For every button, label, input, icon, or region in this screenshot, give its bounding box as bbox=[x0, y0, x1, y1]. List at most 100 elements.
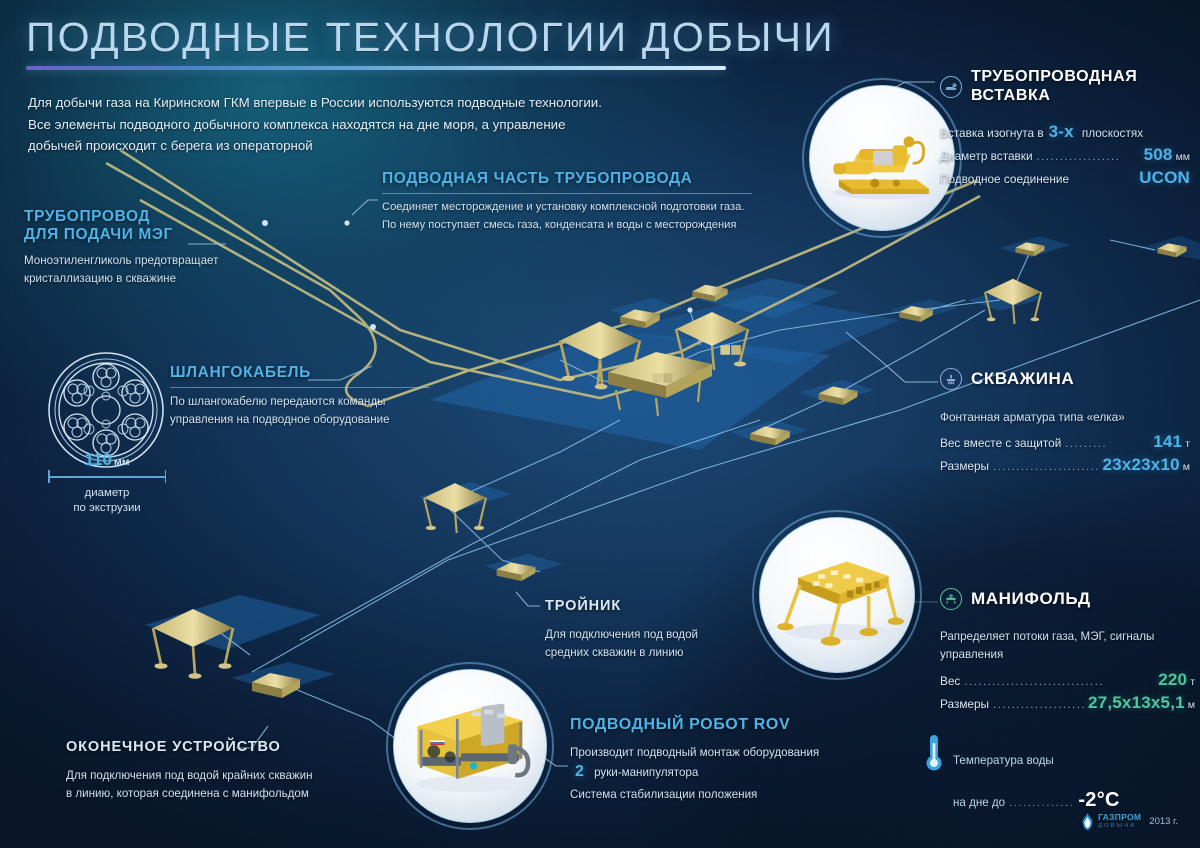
umbilical-body: По шлангокабелю передаются команды управ… bbox=[170, 395, 390, 427]
spec-row: Вставка изогнута в 3-х плоскостях bbox=[940, 122, 1190, 142]
temperature-label: на дне до bbox=[953, 796, 1006, 810]
spec-unit: м bbox=[1182, 461, 1190, 474]
well-heading: СКВАЖИНА bbox=[971, 368, 1075, 388]
meg-pipeline-body: Моноэтиленгликоль предотвращает кристалл… bbox=[24, 253, 219, 285]
callout-umbilical: ШЛАНГОКАБЕЛЬ По шлангокабелю передаются … bbox=[170, 364, 430, 429]
manifold-specs: Рапределяет потоки газа, МЭГ, сигналы уп… bbox=[940, 628, 1195, 713]
umbilical-cross-section-drawing bbox=[48, 352, 164, 468]
pipeline-insert-icon bbox=[940, 75, 962, 98]
spec-row: Вес вместе с защитой ......... 141 т bbox=[940, 432, 1190, 452]
umbilical-rule bbox=[170, 387, 430, 389]
pipeline-insert-photo bbox=[802, 78, 962, 238]
gazprom-logo-subtitle: ДОБЫЧА bbox=[1098, 822, 1137, 829]
subsea-pipeline-body: Соединяет месторождение и установку комп… bbox=[382, 201, 745, 231]
pipeline-insert-render bbox=[833, 136, 935, 200]
umbilical-cross-section bbox=[47, 351, 165, 469]
footer-logo-block: ГАЗПРОМ ДОБЫЧА 2013 г. bbox=[1081, 813, 1178, 830]
spec-label: Вес вместе с защитой bbox=[940, 436, 1062, 451]
manifold-render bbox=[777, 561, 905, 646]
christmas-tree-icon bbox=[940, 368, 962, 390]
umbilical-diameter-unit: мм bbox=[113, 456, 130, 468]
manifold-heading: МАНИФОЛЬД bbox=[971, 588, 1091, 608]
umbilical-dimension-arrow bbox=[40, 470, 174, 483]
spec-value: 3-х bbox=[1048, 121, 1074, 141]
callout-subsea-pipeline: ПОДВОДНАЯ ЧАСТЬ ТРУБОПРОВОДА Соединяет м… bbox=[382, 170, 752, 234]
tee-body: Для подключения под водой средних скважи… bbox=[545, 628, 698, 660]
callout-pipeline-insert: ТРУБОПРОВОДНАЯ ВСТАВКА Вставка изогнута … bbox=[940, 68, 1190, 188]
thermometer-icon bbox=[926, 735, 942, 771]
spec-label: Диаметр вставки bbox=[940, 148, 1033, 163]
callout-rov: ПОДВОДНЫЙ РОБОТ ROV Производит подводный… bbox=[570, 716, 900, 804]
gazprom-flame-icon bbox=[1082, 813, 1093, 830]
spec-unit: т bbox=[1190, 675, 1195, 688]
subsea-pipeline-rule bbox=[382, 193, 752, 195]
temperature-text: Температура воды на дне до .............… bbox=[953, 733, 1120, 832]
spec-row: Подводное соединение UCON bbox=[940, 168, 1190, 188]
manifold-lead: Рапределяет потоки газа, МЭГ, сигналы уп… bbox=[940, 630, 1155, 661]
rov-arms-row: 2 руки-манипулятора bbox=[570, 763, 900, 781]
intro-paragraph: Для добычи газа на Киринском ГКМ впервые… bbox=[28, 92, 718, 157]
tee-heading: ТРОЙНИК bbox=[545, 598, 622, 614]
title-underline bbox=[26, 66, 726, 71]
spec-value: 141 bbox=[1153, 432, 1183, 452]
well-lead: Фонтанная арматура типа «елка» bbox=[940, 410, 1125, 424]
water-temperature-block: Температура воды на дне до .............… bbox=[925, 733, 1120, 832]
subsea-pipeline-heading: ПОДВОДНАЯ ЧАСТЬ ТРУБОПРОВОДА bbox=[382, 170, 693, 187]
rov-arms-label: руки-манипулятора bbox=[594, 765, 699, 779]
gazprom-logo-name: ГАЗПРОМ bbox=[1098, 812, 1142, 823]
rov-heading: ПОДВОДНЫЙ РОБОТ ROV bbox=[570, 716, 791, 733]
page-title: ПОДВОДНЫЕ ТЕХНОЛОГИИ ДОБЫЧИ bbox=[26, 14, 835, 60]
temperature-leader: .............. bbox=[1009, 797, 1075, 810]
spec-row: Размеры ....................... 27,5х13х… bbox=[940, 693, 1195, 713]
rov-line-1: Производит подводный монтаж оборудования bbox=[570, 745, 820, 759]
intro-text: Для добычи газа на Киринском ГКМ впервые… bbox=[28, 95, 602, 154]
spec-label: Размеры bbox=[940, 459, 990, 474]
spec-leader: ........................... bbox=[993, 461, 1099, 474]
spec-value: 220 bbox=[1158, 669, 1188, 689]
rov-line-3: Система стабилизации положения bbox=[570, 787, 758, 801]
manifold-photo bbox=[752, 510, 922, 680]
gazprom-logo: ГАЗПРОМ ДОБЫЧА bbox=[1081, 813, 1141, 830]
spec-unit: т bbox=[1185, 438, 1190, 451]
spec-leader: .............................. bbox=[964, 675, 1105, 688]
meg-pipeline-heading: ТРУБОПРОВОД ДЛЯ ПОДАЧИ МЭГ bbox=[24, 208, 173, 244]
spec-leader: ....................... bbox=[993, 698, 1084, 711]
spec-label: Вес bbox=[940, 673, 961, 688]
temperature-value: -2°C bbox=[1078, 789, 1120, 812]
end-device-body: Для подключения под водой крайних скважи… bbox=[66, 769, 313, 801]
rov-photo bbox=[386, 662, 554, 830]
spec-row: Вес .............................. 220 т bbox=[940, 670, 1195, 690]
spec-unit: мм bbox=[1175, 150, 1190, 163]
callout-meg-pipeline: ТРУБОПРОВОД ДЛЯ ПОДАЧИ МЭГ Моноэтиленгли… bbox=[24, 208, 254, 288]
page-title-block: ПОДВОДНЫЕ ТЕХНОЛОГИИ ДОБЫЧИ bbox=[26, 14, 835, 71]
pipeline-nodes bbox=[262, 220, 693, 330]
subsea-manifold bbox=[608, 352, 712, 417]
spec-row: Размеры ........................... 23х2… bbox=[940, 455, 1190, 475]
umbilical-heading: ШЛАНГОКАБЕЛЬ bbox=[170, 364, 311, 381]
spec-label: Подводное соединение bbox=[940, 171, 1070, 186]
spec-value: 23х23х10 bbox=[1102, 455, 1180, 475]
callout-manifold: МАНИФОЛЬД Рапределяет потоки газа, МЭГ, … bbox=[940, 588, 1195, 713]
well-specs: Фонтанная арматура типа «елка» Вес вмест… bbox=[940, 408, 1190, 475]
manifold-icon bbox=[940, 588, 962, 610]
pipeline-insert-heading: ТРУБОПРОВОДНАЯ ВСТАВКА bbox=[971, 68, 1138, 104]
temperature-line-2: на дне до .............. -2°C bbox=[953, 786, 1120, 815]
spec-value: 508 bbox=[1143, 144, 1173, 164]
footer-year: 2013 г. bbox=[1149, 816, 1178, 827]
callout-end-device: ОКОНЕЧНОЕ УСТРОЙСТВО Для подключения под… bbox=[66, 739, 376, 803]
spec-value: 27,5х13х5,1 bbox=[1088, 692, 1185, 712]
spec-unit: плоскостях bbox=[1081, 125, 1144, 140]
pipeline-insert-specs: Вставка изогнута в 3-х плоскостях Диамет… bbox=[940, 122, 1190, 188]
spec-leader: .................. bbox=[1036, 150, 1121, 163]
rov-arms-value: 2 bbox=[575, 762, 585, 780]
spec-label: Вставка изогнута в bbox=[940, 125, 1044, 140]
end-device-heading: ОКОНЕЧНОЕ УСТРОЙСТВО bbox=[66, 739, 281, 755]
temperature-line-1: Температура воды bbox=[953, 753, 1054, 767]
spec-leader: ......... bbox=[1065, 438, 1108, 451]
spec-value: UCON bbox=[1139, 167, 1190, 187]
umbilical-diameter-caption: диаметр по экструзии bbox=[73, 487, 141, 515]
spec-unit: м bbox=[1187, 698, 1195, 711]
